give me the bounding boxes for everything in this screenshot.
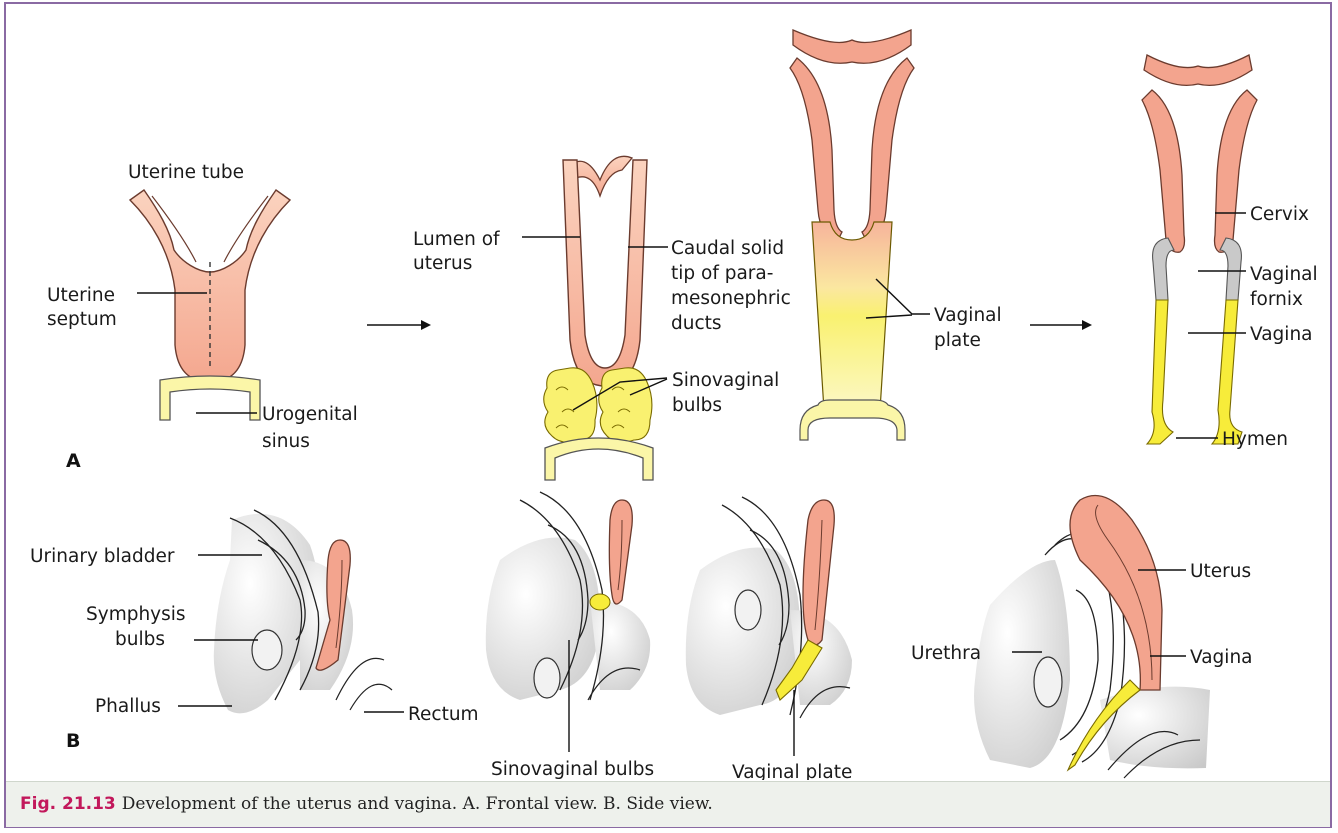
caption-bar: Fig. 21.13 Development of the uterus and … — [6, 781, 1330, 827]
stage-1-frontal — [130, 190, 290, 420]
uterus-side-4 — [1070, 496, 1162, 691]
label-uterus: Uterus — [1190, 561, 1251, 582]
panel-label-a: A — [66, 450, 81, 472]
vaginal-plate-shape — [812, 222, 892, 410]
label-rectum: Rectum — [408, 704, 479, 725]
label-caudal-tip-4: ducts — [671, 313, 722, 334]
label-vagina-a: Vagina — [1250, 324, 1313, 345]
label-lumen-1: Lumen of — [413, 229, 500, 250]
sinovaginal-bulb-left — [544, 368, 597, 442]
vagina-left-wall — [1147, 300, 1173, 444]
arrow-a2-head — [1082, 320, 1092, 330]
label-caudal-tip-2: tip of para- — [671, 263, 773, 284]
label-caudal-tip-3: mesonephric — [671, 288, 791, 309]
label-urinary-bladder: Urinary bladder — [30, 546, 175, 567]
stage-1-side — [214, 510, 392, 713]
label-hymen: Hymen — [1222, 429, 1288, 450]
figure-caption: Fig. 21.13 Development of the uterus and … — [20, 794, 713, 814]
label-lumen-2: uterus — [413, 253, 472, 274]
panel-label-b: B — [66, 730, 80, 752]
label-sinovaginal-a-2: bulbs — [672, 395, 722, 416]
label-symphysis-1: Symphysis — [86, 604, 186, 625]
sinovaginal-bulb-right — [599, 368, 652, 442]
paramesonephric-ducts — [563, 160, 647, 386]
arrow-a1-head — [421, 320, 431, 330]
stage-3-frontal — [790, 30, 914, 440]
stage-2-frontal — [544, 156, 653, 480]
label-cervix: Cervix — [1250, 204, 1309, 225]
label-uterine-septum-2: septum — [47, 309, 117, 330]
label-vaginal-plate-a-1: Vaginal — [934, 305, 1002, 326]
caption-text: Development of the uterus and vagina. A.… — [122, 794, 713, 814]
stage-4-frontal — [1142, 55, 1257, 444]
figure-number: Fig. 21.13 — [20, 794, 116, 814]
label-uterine-tube: Uterine tube — [128, 162, 244, 183]
stage-4-side — [974, 496, 1210, 779]
label-vaginal-plate-b: Vaginal plate — [732, 762, 852, 780]
label-urogenital-sinus-2: sinus — [262, 431, 310, 452]
label-vaginal-plate-a-2: plate — [934, 330, 981, 351]
fornix-left — [1153, 238, 1174, 300]
label-sinovaginal-b: Sinovaginal bulbs — [491, 759, 654, 780]
label-urogenital-sinus-1: Urogenital — [262, 404, 358, 425]
label-vagina-b: Vagina — [1190, 647, 1253, 668]
stage-2-side — [486, 492, 650, 700]
label-caudal-tip-1: Caudal solid — [671, 238, 784, 259]
label-symphysis-2: bulbs — [115, 629, 165, 650]
label-urethra: Urethra — [911, 643, 981, 664]
vagina-right-wall — [1212, 300, 1242, 444]
label-phallus: Phallus — [95, 696, 161, 717]
label-sinovaginal-a-1: Sinovaginal — [672, 370, 779, 391]
development-diagram: Uterine tube Uterine septum Urogenital s… — [0, 0, 1338, 780]
fornix-right — [1220, 238, 1241, 300]
label-fornix-1: Vaginal — [1250, 264, 1318, 285]
label-fornix-2: fornix — [1250, 289, 1303, 310]
label-uterine-septum-1: Uterine — [47, 285, 115, 306]
stage-3-side — [686, 497, 852, 718]
